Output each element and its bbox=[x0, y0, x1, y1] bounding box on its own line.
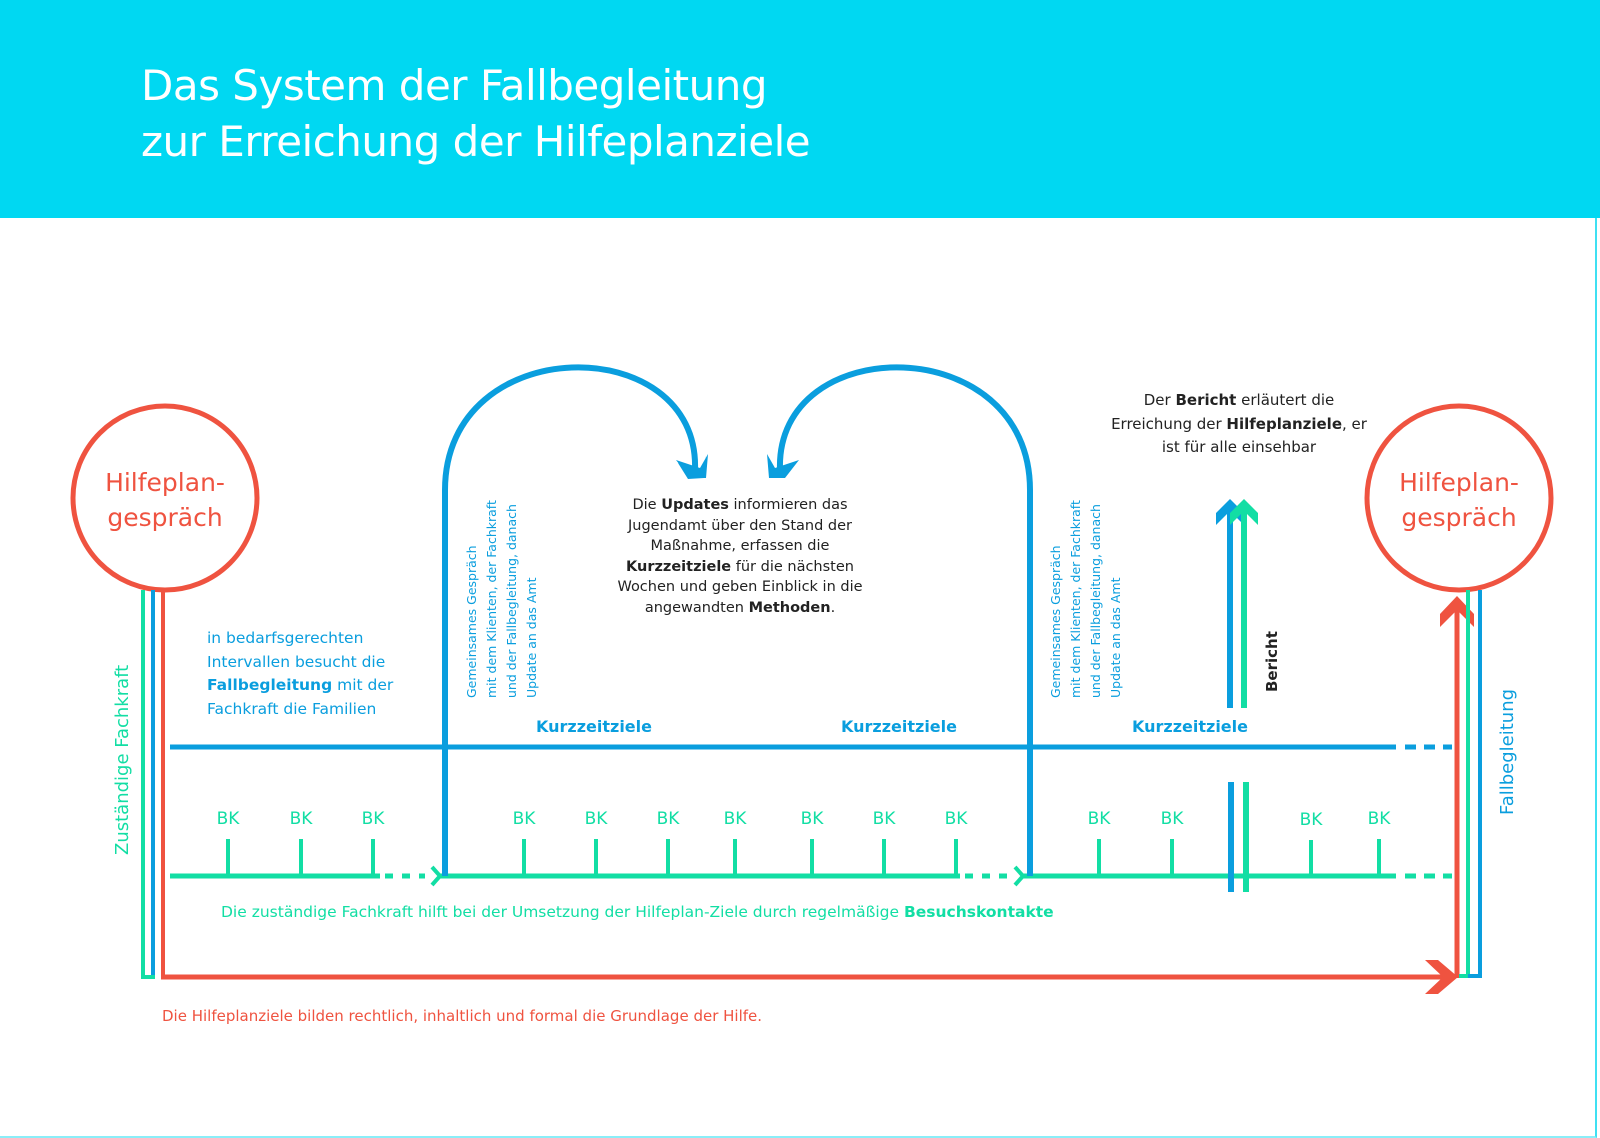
kurzzeitziele-label-1: Kurzzeitziele bbox=[536, 717, 652, 736]
header-banner bbox=[0, 0, 1600, 218]
bk-label: BK bbox=[656, 809, 680, 829]
intervals-part2: mit der Fachkraft die Familien bbox=[207, 676, 394, 718]
footer-description: Die Hilfeplanziele bilden rechtlich, inh… bbox=[162, 1007, 763, 1025]
meeting-description-left: Gemeinsames Gespräch mit dem Klienten, d… bbox=[462, 500, 542, 698]
left-circle-line2: gespräch bbox=[107, 503, 223, 532]
right-circle-line1: Hilfeplan- bbox=[1399, 468, 1519, 497]
meeting-line4: Update an das Amt bbox=[1108, 577, 1123, 698]
bk-label: BK bbox=[800, 809, 824, 829]
bericht-p3: , er ist für alle einsehbar bbox=[1161, 414, 1367, 457]
right-update-arch bbox=[776, 364, 1033, 876]
kurzzeitziele-label-3: Kurzzeitziele bbox=[1132, 717, 1248, 736]
bk-label: BK bbox=[1160, 809, 1184, 829]
bk-label: BK bbox=[216, 809, 240, 829]
bk-label: BK bbox=[512, 809, 536, 829]
intervals-description: in bedarfsgerechten Intervallen besucht … bbox=[207, 627, 417, 721]
bericht-label: Bericht bbox=[1263, 631, 1281, 692]
updates-b2: Kurzzeitziele bbox=[626, 558, 732, 575]
green-arrow-icon bbox=[1013, 865, 1026, 887]
blue-down-arrow-icon-head bbox=[767, 454, 799, 478]
fallbegleitung-label: Fallbegleitung bbox=[1497, 688, 1518, 815]
bk-label: BK bbox=[289, 809, 313, 829]
meeting-line4: Update an das Amt bbox=[524, 577, 539, 698]
bk-label: BK bbox=[872, 809, 896, 829]
bk-label: BK bbox=[723, 809, 747, 829]
kurzzeitziele-label-2: Kurzzeitziele bbox=[841, 717, 957, 736]
green-arrow-icon bbox=[430, 865, 443, 887]
blue-down-arrow-icon-head bbox=[676, 454, 708, 478]
bk-label: BK bbox=[361, 809, 385, 829]
bericht-b2: Hilfeplanziele bbox=[1226, 414, 1342, 433]
bk-ticks bbox=[226, 839, 1381, 876]
updates-p3: für die nächsten Wochen und geben Einbli… bbox=[617, 558, 863, 616]
bericht-p2: erläutert die Erreichung der bbox=[1111, 391, 1335, 433]
zustaendige-fachkraft-label: Zuständige Fachkraft bbox=[112, 664, 133, 855]
bk-label: BK bbox=[1087, 809, 1111, 829]
title-line-2: zur Erreichung der Hilfeplanziele bbox=[141, 117, 811, 166]
bk-label: BK bbox=[1367, 809, 1391, 829]
updates-p2: informieren das Jugendamt über den Stand… bbox=[628, 497, 852, 554]
meeting-line3: und der Fallbegleitung, danach bbox=[1088, 504, 1103, 698]
fachkraft-p1: Die zuständige Fachkraft hilft bei der U… bbox=[221, 903, 904, 921]
meeting-line2: mit dem Klienten, der Fachkraft bbox=[484, 500, 499, 698]
fachkraft-description: Die zuständige Fachkraft hilft bei der U… bbox=[221, 903, 1054, 921]
fachkraft-b1: Besuchskontakte bbox=[903, 903, 1054, 921]
updates-description: Die Updates informieren das Jugendamt üb… bbox=[605, 495, 875, 618]
red-right-arrow-icon bbox=[1425, 960, 1458, 994]
right-circle-label: Hilfeplan- gespräch bbox=[1369, 465, 1549, 535]
title-line-1: Das System der Fallbegleitung bbox=[141, 61, 767, 110]
bericht-description: Der Bericht erläutert die Erreichung der… bbox=[1104, 389, 1374, 460]
bk-label: BK bbox=[584, 809, 608, 829]
left-circle-line1: Hilfeplan- bbox=[105, 468, 225, 497]
meeting-line1: Gemeinsames Gespräch bbox=[464, 545, 479, 698]
bk-label: BK bbox=[1299, 810, 1323, 830]
updates-b1: Updates bbox=[661, 497, 729, 513]
left-update-arch bbox=[442, 364, 699, 876]
updates-p4: . bbox=[830, 599, 836, 616]
bk-label: BK bbox=[944, 809, 968, 829]
meeting-description-right: Gemeinsames Gespräch mit dem Klienten, d… bbox=[1046, 500, 1126, 698]
intervals-bold: Fallbegleitung bbox=[207, 676, 333, 694]
meeting-line2: mit dem Klienten, der Fachkraft bbox=[1068, 500, 1083, 698]
page-title: Das System der Fallbegleitung zur Erreic… bbox=[141, 58, 811, 170]
intervals-part1: in bedarfsgerechten Intervallen besucht … bbox=[207, 629, 386, 671]
bericht-p1: Der bbox=[1143, 391, 1176, 409]
green-up-arrow-icon bbox=[1230, 499, 1258, 525]
left-circle-label: Hilfeplan- gespräch bbox=[75, 465, 255, 535]
bericht-b1: Bericht bbox=[1175, 391, 1237, 409]
updates-b3: Methoden bbox=[748, 599, 831, 616]
right-hilfeplan-circle bbox=[1364, 403, 1554, 593]
right-circle-line2: gespräch bbox=[1401, 503, 1517, 532]
meeting-line1: Gemeinsames Gespräch bbox=[1048, 545, 1063, 698]
meeting-line3: und der Fallbegleitung, danach bbox=[504, 504, 519, 698]
updates-p1: Die bbox=[632, 497, 662, 513]
